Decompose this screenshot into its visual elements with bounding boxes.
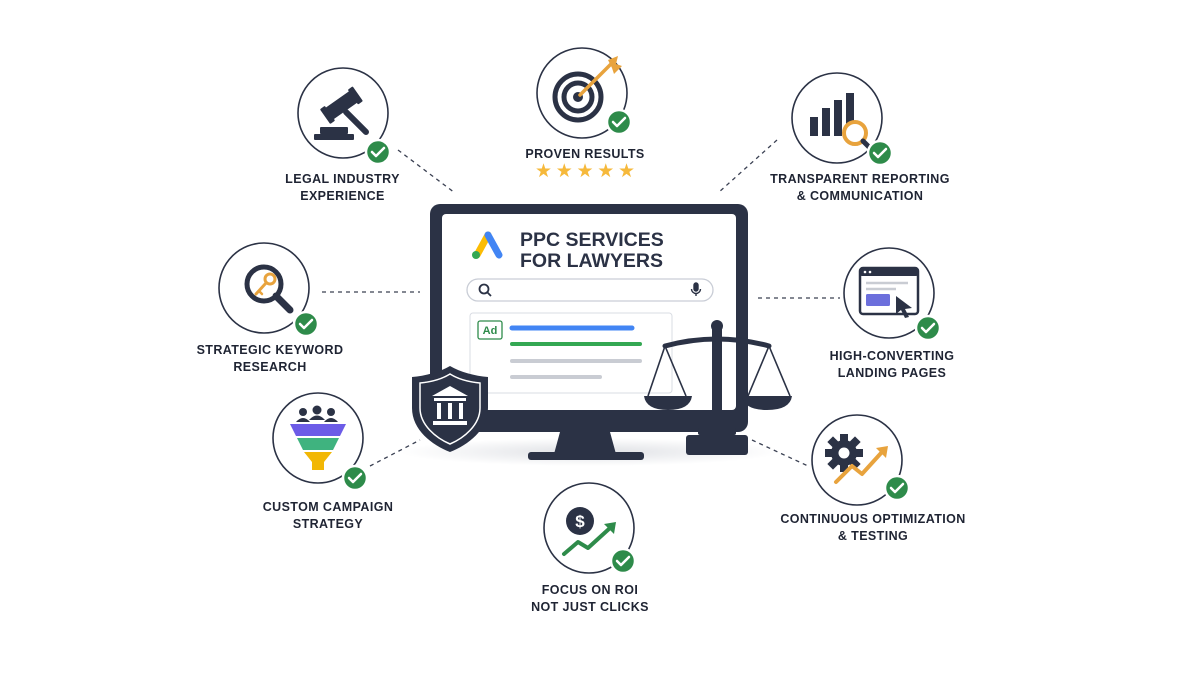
- label-roi-focus: FOCUS ON ROI NOT JUST CLICKS: [505, 582, 675, 616]
- label-line: HIGH-CONVERTING: [829, 349, 955, 363]
- feature-transparent-reporting: [791, 72, 894, 167]
- feature-landing-pages: [843, 247, 942, 342]
- label-keyword-research: STRATEGIC KEYWORD RESEARCH: [180, 342, 360, 376]
- ad-badge: [477, 320, 503, 340]
- search-bar[interactable]: [466, 278, 714, 302]
- label-line: EXPERIENCE: [300, 189, 385, 203]
- label-line: LEGAL INDUSTRY: [285, 172, 400, 186]
- check-icon: [609, 547, 637, 575]
- funnel-icon: [290, 405, 346, 470]
- label-campaign-strategy: CUSTOM CAMPAIGN STRATEGY: [238, 499, 418, 533]
- star-icon: ★: [535, 161, 553, 182]
- feature-keyword-research: [218, 242, 320, 338]
- label-legal-industry: LEGAL INDUSTRY EXPERIENCE: [255, 171, 430, 205]
- connector-campaign: [369, 439, 421, 467]
- connector-reporting: [717, 139, 778, 194]
- gavel-icon: [314, 86, 369, 140]
- title-line-1: PPC SERVICES: [520, 229, 664, 251]
- star-icon: ★: [555, 161, 573, 182]
- check-icon: [883, 474, 911, 502]
- feature-roi-focus: $: [543, 482, 637, 575]
- check-icon: [605, 108, 633, 136]
- search-icon: [478, 283, 492, 297]
- label-transparent-reporting: TRANSPARENT REPORTING & COMMUNICATION: [760, 171, 960, 205]
- shield-courthouse-icon: [412, 366, 488, 452]
- feature-proven-results: [536, 47, 633, 139]
- label-line: PROVEN RESULTS: [525, 147, 645, 161]
- check-icon: [364, 138, 392, 166]
- landing-page-icon: [858, 266, 920, 318]
- star-icon: ★: [617, 161, 635, 182]
- label-line: RESEARCH: [233, 360, 307, 374]
- label-proven-results: PROVEN RESULTS: [495, 146, 675, 163]
- title-line-2: FOR LAWYERS: [520, 250, 663, 272]
- feature-legal-industry: [297, 67, 392, 166]
- label-line: TRANSPARENT REPORTING: [770, 172, 950, 186]
- label-continuous-optimization: CONTINUOUS OPTIMIZATION & TESTING: [768, 511, 978, 545]
- feature-campaign-strategy: [272, 392, 369, 492]
- check-icon: [866, 139, 894, 167]
- target-icon: [552, 56, 622, 123]
- google-ads-logo-icon: [472, 231, 503, 259]
- ad-badge-label: Ad: [483, 325, 498, 337]
- label-line: CUSTOM CAMPAIGN: [262, 500, 394, 514]
- svg-text:$: $: [575, 512, 585, 531]
- monitor: PPC SERVICES FOR LAWYERS Ad: [430, 204, 748, 460]
- monitor-neck: [554, 432, 616, 454]
- label-line: LANDING PAGES: [837, 366, 947, 380]
- star-icon: ★: [576, 161, 594, 182]
- label-line: CONTINUOUS OPTIMIZATION: [780, 512, 966, 526]
- microphone-icon[interactable]: [690, 282, 702, 296]
- check-icon: [292, 310, 320, 338]
- gear-growth-icon: [825, 434, 888, 484]
- check-icon: [914, 314, 942, 342]
- scales-of-justice-icon: [644, 320, 792, 455]
- label-line: & COMMUNICATION: [796, 189, 924, 203]
- label-line: STRATEGIC KEYWORD: [196, 343, 344, 357]
- label-line: FOCUS ON ROI: [541, 583, 639, 597]
- bar-chart-magnifier-icon: [810, 93, 875, 153]
- label-line: & TESTING: [837, 529, 909, 543]
- monitor-base: [528, 452, 644, 460]
- connector-lines: [322, 139, 840, 467]
- label-line: NOT JUST CLICKS: [531, 600, 649, 614]
- dollar-growth-icon: $: [562, 507, 616, 556]
- connector-legal: [397, 149, 456, 194]
- check-icon: [341, 464, 369, 492]
- feature-continuous-optimization: [811, 414, 911, 506]
- star-icon: ★: [597, 161, 615, 182]
- key-magnifier-icon: [244, 264, 294, 314]
- connector-optimization: [751, 439, 809, 467]
- label-line: STRATEGY: [292, 517, 364, 531]
- label-landing-pages: HIGH-CONVERTING LANDING PAGES: [802, 348, 982, 382]
- rating-stars: ★ ★ ★ ★ ★: [535, 162, 635, 182]
- ad-result-card[interactable]: Ad: [469, 312, 673, 394]
